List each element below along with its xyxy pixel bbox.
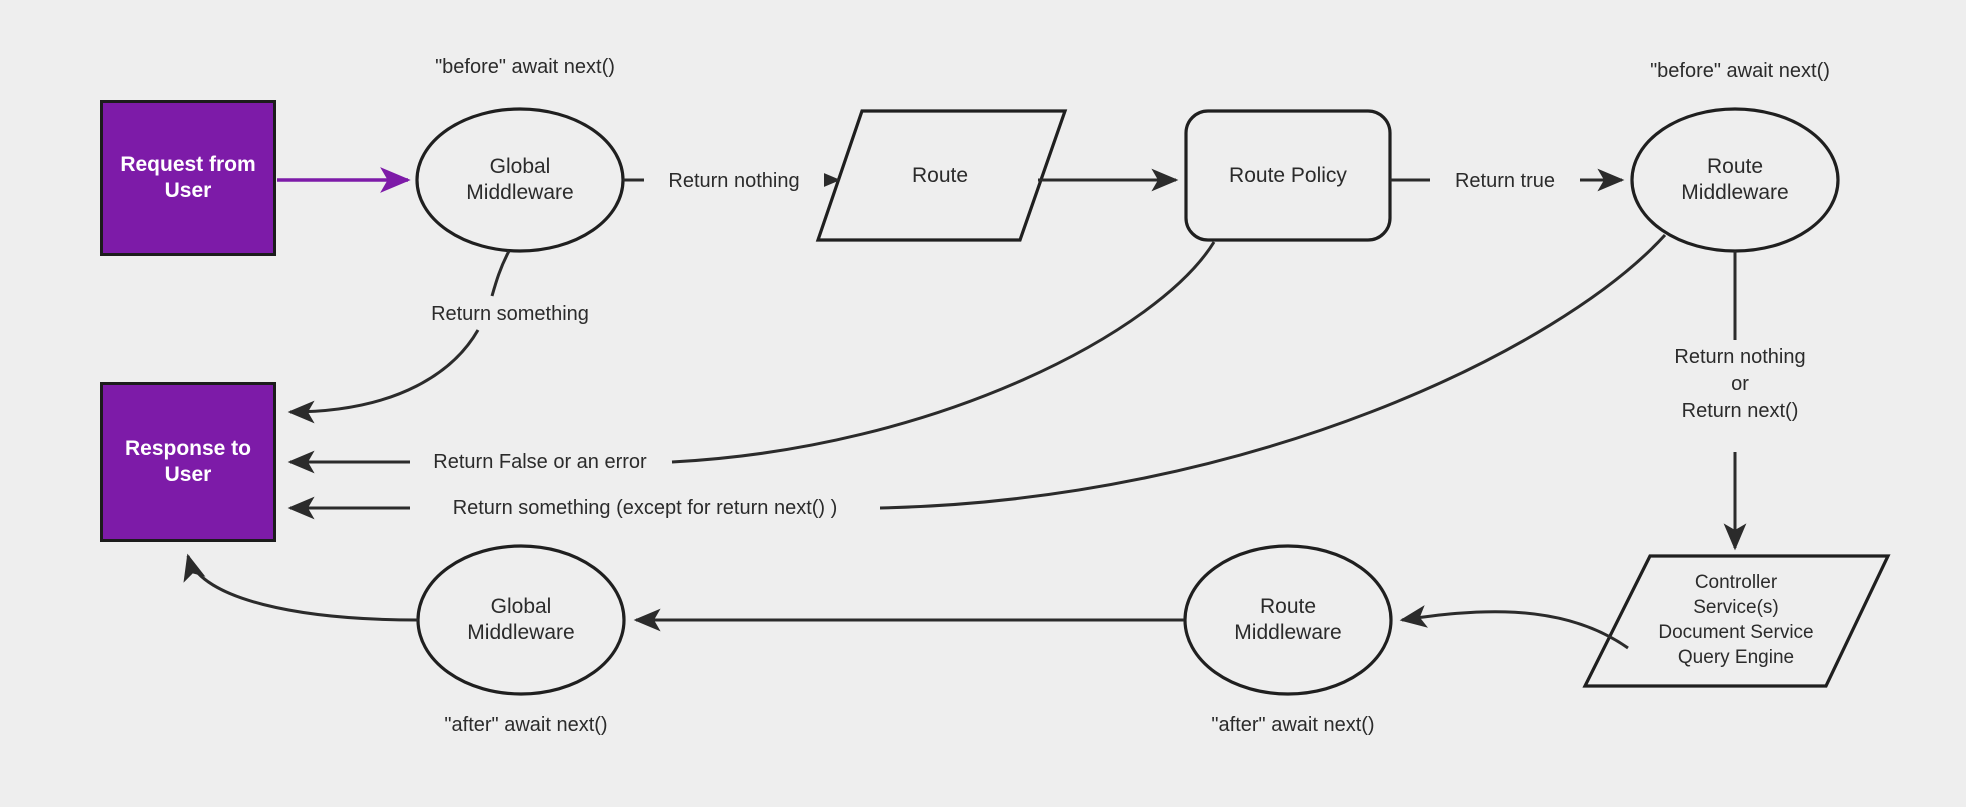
edge-global-middleware-after-to-response — [183, 553, 419, 622]
node-shape-route[interactable] — [818, 111, 1065, 240]
edge-global-return-something — [490, 250, 511, 297]
node-shape-global-middleware-before[interactable] — [417, 109, 623, 251]
edge-route-mw-return-something — [879, 233, 1667, 510]
node-shape-route-policy[interactable] — [1186, 111, 1390, 240]
annotation-after-await-next-route: "after" await next() — [1168, 712, 1418, 739]
annotation-before-await-next-route: "before" await next() — [1615, 58, 1865, 85]
node-shape-route-middleware-after[interactable] — [1185, 546, 1391, 694]
node-response-to-user[interactable]: Response to User — [100, 382, 276, 542]
edge-label-return-something-except-next: Return something (except for return next… — [410, 495, 880, 522]
edge-policy-return-false — [671, 241, 1216, 464]
annotation-after-await-next-global: "after" await next() — [401, 712, 651, 739]
edge-label-return-true: Return true — [1430, 168, 1580, 195]
edge-label-return-nothing: Return nothing — [644, 168, 824, 195]
node-shape-controller-stack[interactable] — [1585, 556, 1888, 686]
node-request-from-user[interactable]: Request from User — [100, 100, 276, 256]
node-shape-global-middleware-after[interactable] — [418, 546, 624, 694]
node-shape-route-middleware-before[interactable] — [1632, 109, 1838, 251]
annotation-before-await-next-global: "before" await next() — [400, 54, 650, 81]
edge-label-return-false-or-error: Return False or an error — [410, 449, 670, 476]
edge-controller-to-route-middleware-after — [1399, 605, 1629, 650]
edge-label-return-something: Return something — [400, 301, 620, 328]
edge-label-return-nothing-or-next: Return nothing or Return next() — [1635, 344, 1845, 425]
